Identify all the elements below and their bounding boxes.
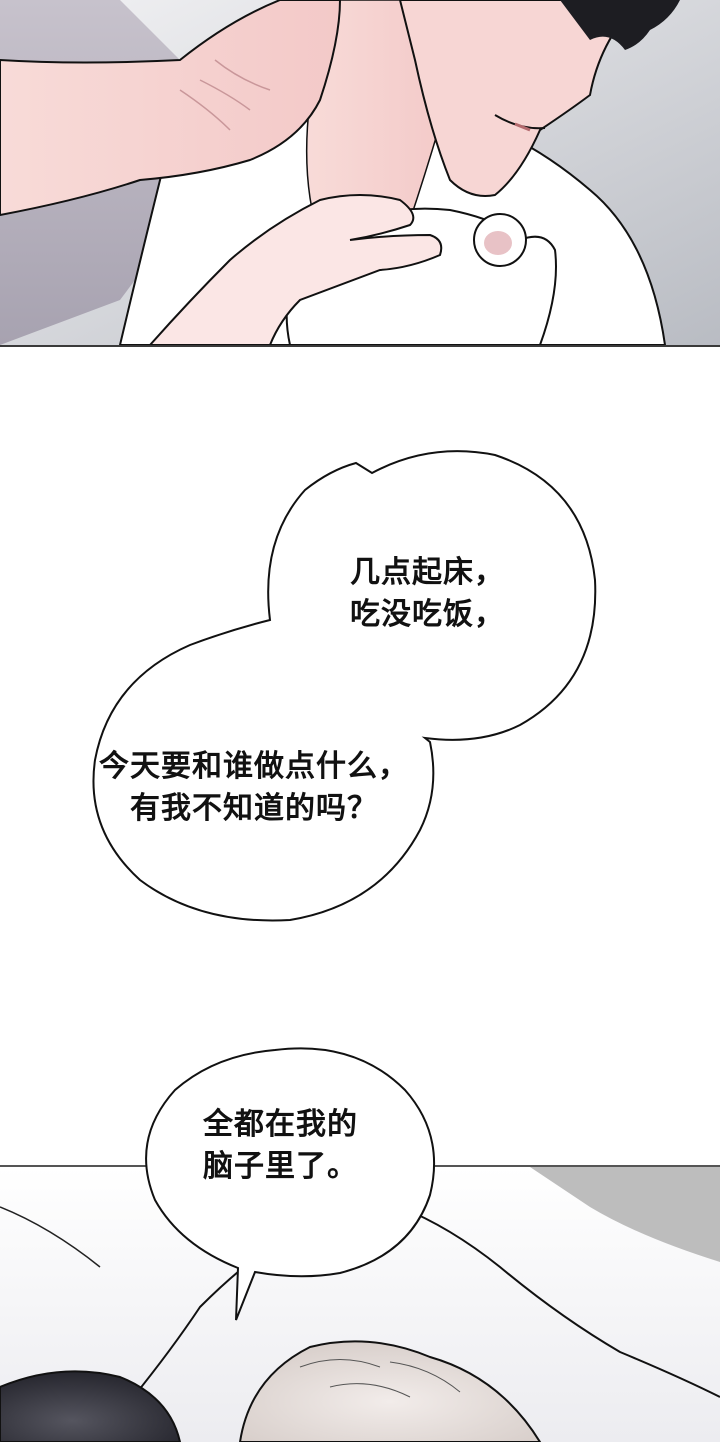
speech-bubble-1: 几点起床， 吃没吃饭， [350,552,505,636]
sheet-crease [0,1206,101,1268]
dark-haired-head [0,1370,182,1442]
bottom-panel-illustration [0,1167,720,1442]
speech-bubble-1-2-outline [92,450,597,922]
bubble-3-line-2: 脑子里了。 [203,1149,358,1184]
speech-bubble-2: 今天要和谁做点什么， 有我不知道的吗？ [99,746,409,830]
bubble-3-line-1: 全都在我的 [203,1107,358,1142]
bubble-1-line-2: 吃没吃饭， [350,597,505,632]
bubble-2-line-1: 今天要和谁做点什么， [99,749,409,784]
top-panel-illustration [0,0,720,345]
hand-veins [179,59,271,131]
upper-hand [0,0,342,217]
lips [514,122,531,132]
floor [530,1167,720,1262]
bubble-1-line-1: 几点起床， [350,555,505,590]
top-panel [0,0,720,347]
light-haired-head [238,1340,542,1442]
hair-strands [299,1359,461,1398]
hair [560,0,680,50]
bottom-panel [0,1165,720,1442]
speech-bubble-3: 全都在我的 脑子里了。 [203,1104,358,1188]
bear-ear-inner [484,231,512,255]
face [398,0,642,197]
lower-hand [148,194,443,345]
bubble-2-line-2: 有我不知道的吗？ [130,791,378,826]
